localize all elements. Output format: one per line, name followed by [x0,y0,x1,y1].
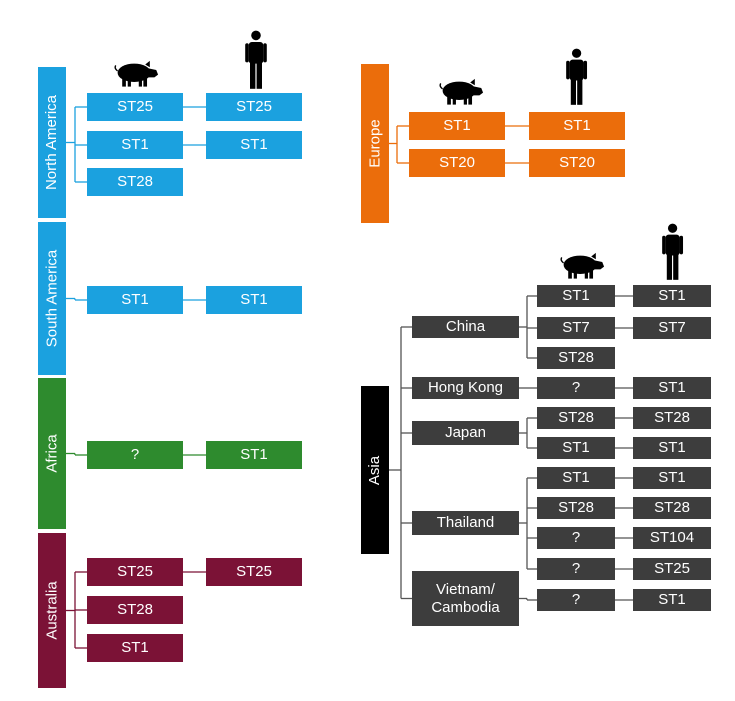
human-strain-australia: ST25 [206,558,302,586]
human-strain-europe: ST20 [529,149,625,177]
country-box: Vietnam/Cambodia [412,571,519,626]
pig-strain-asia: ST28 [537,407,615,429]
pig-strain-asia: ST1 [537,285,615,307]
human-strain-europe: ST1 [529,112,625,140]
human-strain-north_america: ST25 [206,93,302,121]
country-box: China [412,316,519,338]
pig-strain-australia: ST25 [87,558,183,586]
pig-strain-africa: ? [87,441,183,469]
human-strain-asia: ST28 [633,407,711,429]
pig-strain-asia: ST28 [537,347,615,369]
region-bar-europe-label: Europe [366,119,384,168]
human-strain-south_america: ST1 [206,286,302,314]
person-icon-europe [566,48,588,105]
pig-strain-north_america: ST28 [87,168,183,196]
pig-strain-asia: ST1 [537,467,615,489]
pig-icon-europe [439,78,484,105]
pig-strain-asia: ? [537,527,615,549]
human-strain-north_america: ST1 [206,131,302,159]
country-box: Japan [412,421,519,445]
region-bar-asia: Asia [361,386,389,554]
human-strain-asia: ST1 [633,285,711,307]
region-bar-north_america-label: North America [43,94,61,191]
human-strain-asia: ST7 [633,317,711,339]
pig-strain-asia: ? [537,558,615,580]
region-bar-australia: Australia [38,533,66,688]
pig-strain-asia: ? [537,377,615,399]
human-strain-asia: ST1 [633,377,711,399]
pig-icon-asia [560,252,605,279]
pig-strain-south_america: ST1 [87,286,183,314]
pig-strain-australia: ST28 [87,596,183,624]
pig-strain-north_america: ST25 [87,93,183,121]
pig-icon-north-america [114,60,159,87]
human-strain-asia: ST25 [633,558,711,580]
pig-strain-north_america: ST1 [87,131,183,159]
pig-strain-asia: ST28 [537,497,615,519]
person-icon-north-america [245,30,267,89]
pig-strain-europe: ST20 [409,149,505,177]
human-strain-asia: ST104 [633,527,711,549]
pig-strain-australia: ST1 [87,634,183,662]
human-strain-asia: ST1 [633,589,711,611]
pig-strain-asia: ST1 [537,437,615,459]
country-box: Hong Kong [412,377,519,399]
human-strain-africa: ST1 [206,441,302,469]
region-bar-south_america: South America [38,222,66,375]
human-strain-asia: ST1 [633,437,711,459]
region-bar-europe: Europe [361,64,389,223]
human-strain-asia: ST28 [633,497,711,519]
region-bar-australia-label: Australia [43,581,61,640]
region-bar-south_america-label: South America [43,249,61,348]
human-strain-asia: ST1 [633,467,711,489]
pig-strain-asia: ? [537,589,615,611]
region-bar-africa: Africa [38,378,66,529]
country-box: Thailand [412,511,519,535]
person-icon-asia [662,223,684,280]
pig-strain-asia: ST7 [537,317,615,339]
region-bar-africa-label: Africa [43,434,61,473]
region-bar-asia-label: Asia [366,455,384,485]
pig-strain-europe: ST1 [409,112,505,140]
region-bar-north_america: North America [38,67,66,218]
